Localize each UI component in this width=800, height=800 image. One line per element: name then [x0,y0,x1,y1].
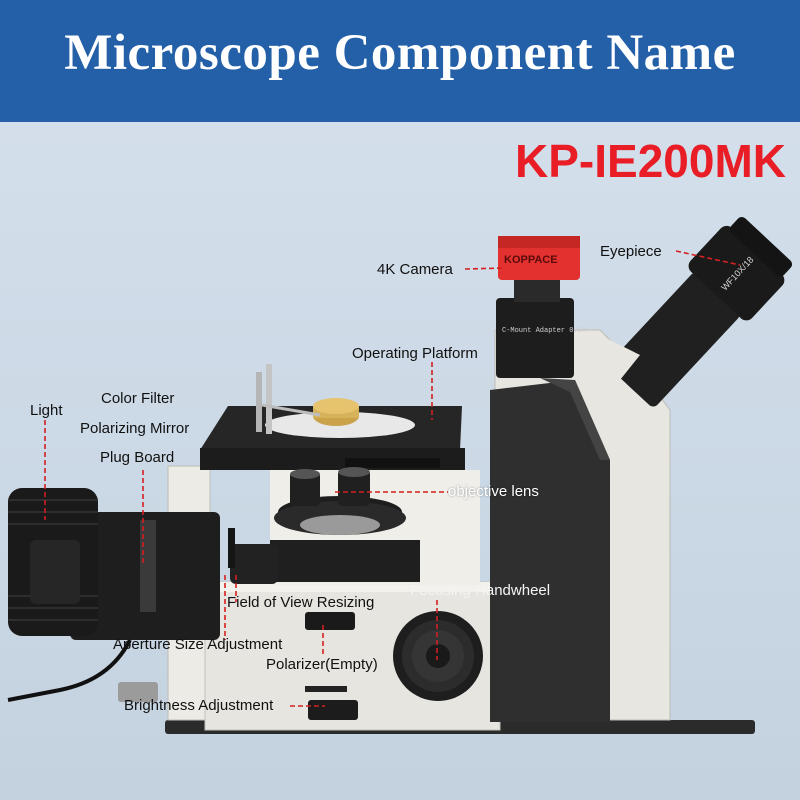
adapter-marking: C-Mount Adapter 0.5X [502,327,587,335]
banner-title: Microscope Component Name [64,25,736,81]
label-4k-camera: 4K Camera [377,261,453,278]
label-color-filter: Color Filter [101,390,175,407]
label-polarizing-mirror: Polarizing Mirror [80,420,190,437]
leader-lines [44,250,741,707]
label-field-of-view: Field of View Resizing [227,594,375,611]
label-objective-lens: objective lens [448,483,539,500]
label-focusing-handwheel: Focusing Handwheel [410,582,551,599]
label-polarizer: Polarizer(Empty) [266,656,378,673]
label-plug-board: Plug Board [100,449,175,466]
label-eyepiece: Eyepiece [600,243,662,260]
camera-brand: KOPPACE [504,254,558,266]
label-brightness: Brightness Adjustment [124,697,274,714]
label-light: Light [30,402,63,419]
label-aperture-size: Aperture Size Adjustment [113,636,283,653]
title-banner: Microscope Component Name [0,0,800,122]
model-number: KP-IE200MK [515,135,786,187]
label-operating-platform: Operating Platform [352,345,478,362]
